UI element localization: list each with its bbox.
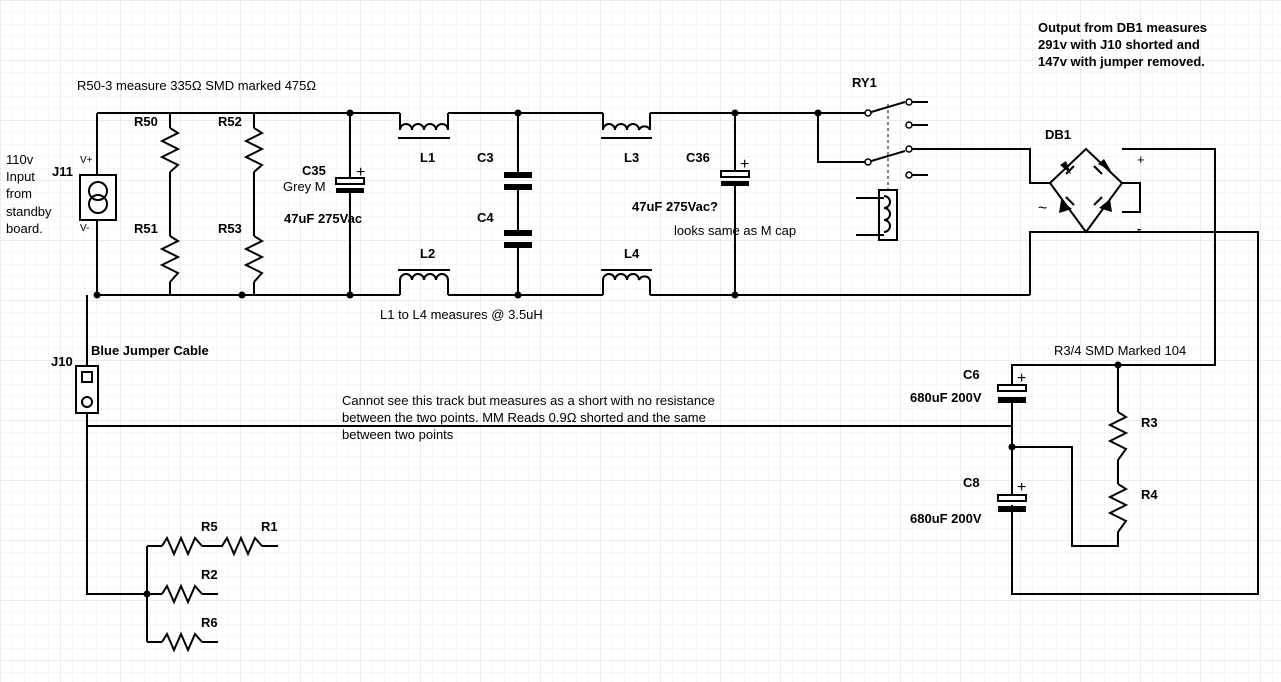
input-note-line-4: standby [6, 204, 52, 219]
j11-label: J11 [52, 164, 73, 179]
c35-label: C35 [302, 163, 326, 178]
resistor-r2 [161, 583, 203, 605]
c6-label: C6 [963, 367, 980, 382]
capacitor-c8 [997, 494, 1027, 512]
inductor-l1 [398, 113, 450, 139]
track-note-line-1: Cannot see this track but measures as a … [342, 393, 715, 408]
input-note-line-1: 110v [6, 152, 34, 167]
blue-jumper-note: Blue Jumper Cable [91, 343, 209, 358]
capacitor-c4 [504, 230, 532, 248]
c8-value: 680uF 200V [910, 511, 982, 526]
c36-label: C36 [686, 150, 710, 165]
j10-jumper [75, 365, 99, 414]
db1-neg-label: - [1137, 221, 1141, 236]
track-note-line-2: between the two points. MM Reads 0.9Ω sh… [342, 410, 706, 425]
c4-label: C4 [477, 210, 494, 225]
j11-pos-label: V+ [80, 155, 93, 166]
inductor-l4 [601, 269, 652, 295]
db1-label: DB1 [1045, 127, 1071, 142]
c3-label: C3 [477, 150, 494, 165]
resistor-r5 [161, 535, 203, 557]
resistor-r53 [243, 235, 265, 283]
input-note-line-5: board. [6, 221, 43, 236]
r2-label: R2 [201, 567, 218, 582]
inductor-measure-note: L1 to L4 measures @ 3.5uH [380, 307, 543, 322]
capacitor-c36 [720, 170, 750, 186]
inductor-l2 [398, 269, 450, 295]
j11-neg-label: V- [80, 223, 89, 234]
resistor-r3 [1107, 411, 1129, 461]
r6-label: R6 [201, 615, 218, 630]
output-note-line-2: 291v with J10 shorted and [1038, 37, 1200, 52]
c35-note: Grey M [283, 179, 326, 194]
resistor-r51 [159, 235, 181, 283]
resistor-r1 [202, 535, 263, 557]
capacitor-c6 [997, 384, 1027, 403]
c36-value: 47uF 275Vac? [632, 199, 718, 214]
output-note-line-1: Output from DB1 measures [1038, 20, 1207, 35]
l1-label: L1 [420, 150, 435, 165]
r51-label: R51 [134, 221, 158, 236]
r52-label: R52 [218, 114, 242, 129]
r5-label: R5 [201, 519, 218, 534]
db1-ac-label: ~ [1038, 200, 1047, 217]
l4-label: L4 [624, 246, 640, 261]
input-note-line-2: Input [6, 169, 35, 184]
c8-label: C8 [963, 475, 980, 490]
relay-ry1 [856, 98, 928, 241]
resistor-r4 [1107, 483, 1129, 533]
r34-smd-note: R3/4 SMD Marked 104 [1054, 343, 1186, 358]
c36-note: looks same as M cap [674, 223, 796, 238]
track-note-line-3: between two points [342, 427, 454, 442]
l3-label: L3 [624, 150, 639, 165]
c35-plus: + [356, 164, 365, 181]
junction-dots [93, 109, 1122, 598]
resistor-r52 [243, 127, 265, 173]
inductor-l3 [601, 113, 652, 139]
r4-label: R4 [1141, 487, 1158, 502]
c36-plus: + [740, 156, 749, 173]
ry1-label: RY1 [852, 75, 877, 90]
c6-plus: + [1017, 370, 1026, 387]
r53-label: R53 [218, 221, 242, 236]
l2-label: L2 [420, 246, 435, 261]
j11-connector [79, 174, 117, 221]
input-note-line-3: from [6, 186, 32, 201]
c6-value: 680uF 200V [910, 390, 982, 405]
r50-label: R50 [134, 114, 158, 129]
output-note-line-3: 147v with jumper removed. [1038, 54, 1205, 69]
capacitor-c3 [504, 172, 532, 190]
r1-label: R1 [261, 519, 278, 534]
resistor-r50 [159, 127, 181, 173]
wires [86, 112, 1259, 643]
bridge-db1 [1048, 147, 1124, 234]
db1-pos-label: + [1137, 152, 1145, 167]
r3-label: R3 [1141, 415, 1158, 430]
j10-label: J10 [51, 354, 73, 369]
capacitor-c35 [335, 177, 365, 193]
c35-value: 47uF 275Vac [284, 211, 362, 226]
c8-plus: + [1017, 479, 1026, 496]
resistor-r6 [161, 631, 203, 653]
r50-measure-note: R50-3 measure 335Ω SMD marked 475Ω [77, 78, 316, 93]
